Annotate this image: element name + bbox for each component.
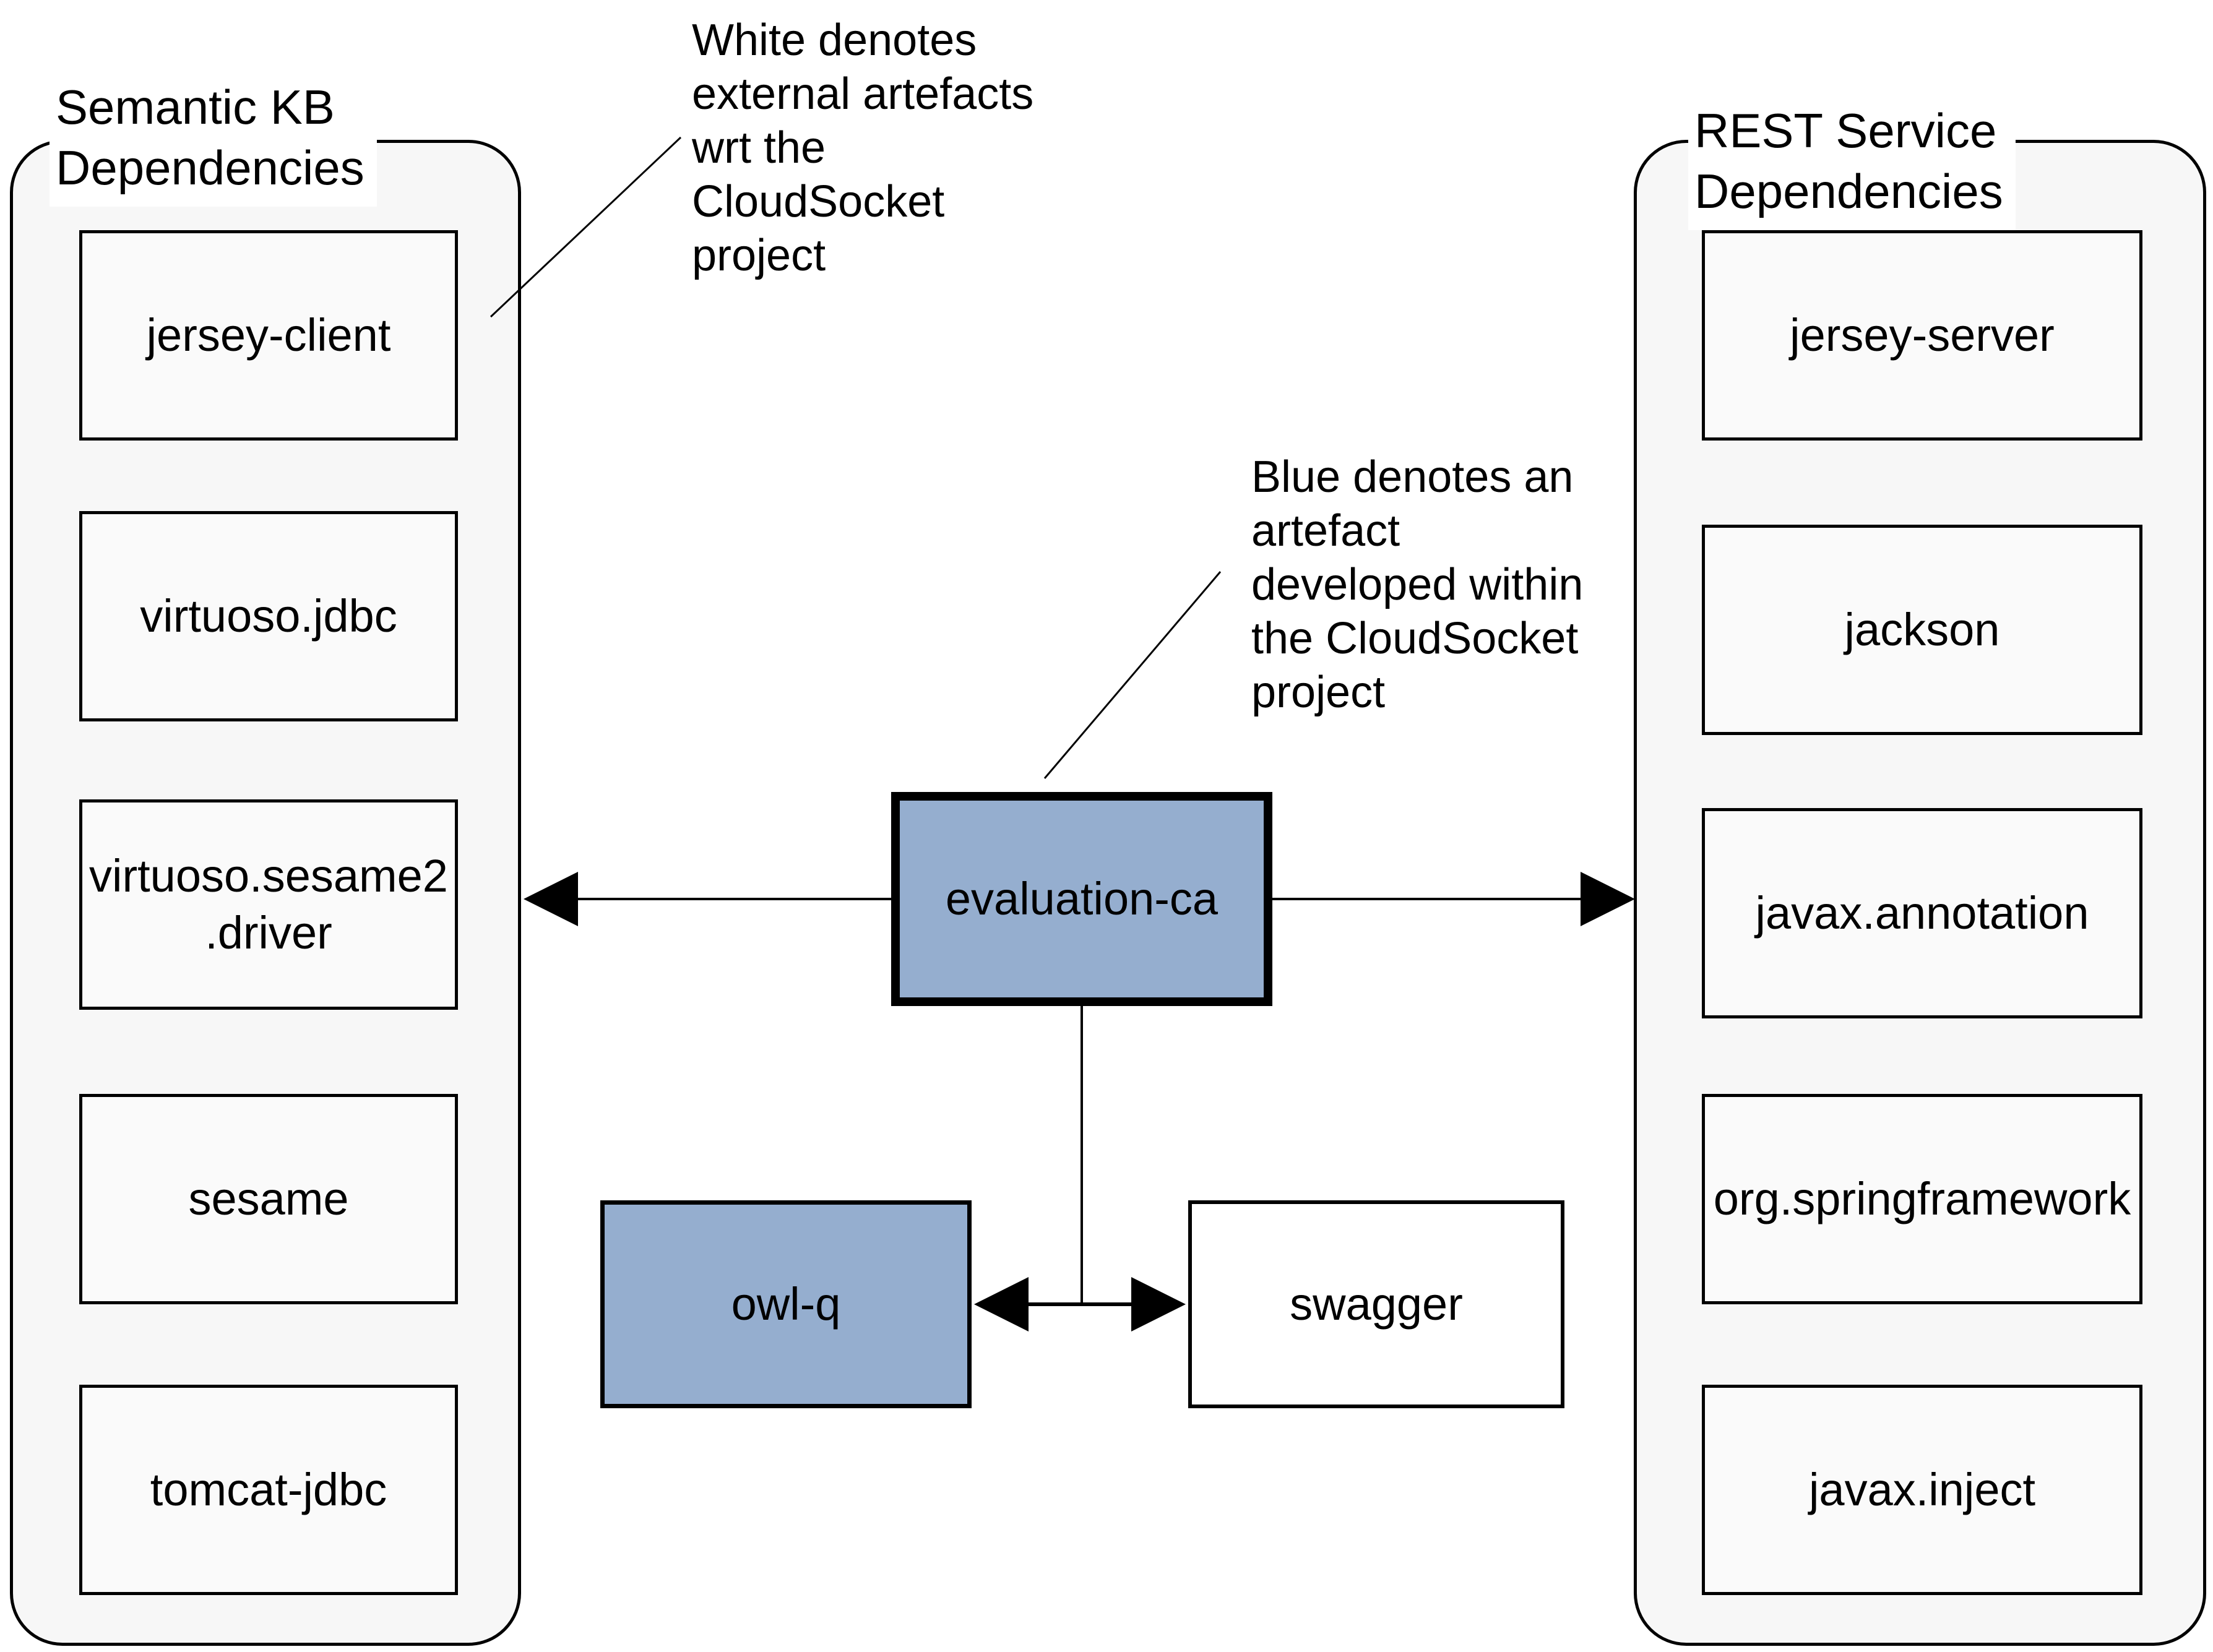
node-label: owl-q xyxy=(731,1278,841,1330)
node-label: tomcat-jdbc xyxy=(150,1464,387,1515)
arrowhead-swagger-icon xyxy=(1131,1277,1186,1331)
node-evaluation-ca: evaluation-ca xyxy=(891,792,1272,1006)
node-swagger: swagger xyxy=(1188,1200,1564,1408)
node-label: jersey-client xyxy=(146,309,391,361)
node-label: org.springframework xyxy=(1713,1173,2131,1224)
arrowhead-right-icon xyxy=(1581,872,1635,926)
node-jersey-server: jersey-server xyxy=(1702,230,2142,441)
node-org-springframework: org.springframework xyxy=(1702,1094,2142,1304)
node-label: javax.annotation xyxy=(1755,887,2089,939)
node-label: jackson xyxy=(1844,604,2000,655)
node-jackson: jackson xyxy=(1702,525,2142,735)
node-javax-inject: javax.inject xyxy=(1702,1385,2142,1595)
semantic-kb-panel-title: Semantic KB Dependencies xyxy=(50,73,377,207)
node-label: javax.inject xyxy=(1808,1464,2036,1515)
blue-artefact-note: Blue denotes an artefact developed withi… xyxy=(1251,452,1584,717)
node-label: virtuoso.jdbc xyxy=(140,590,397,642)
node-label: sesame xyxy=(188,1173,349,1224)
node-virtuoso-jdbc: virtuoso.jdbc xyxy=(79,511,458,721)
node-tomcat-jdbc: tomcat-jdbc xyxy=(79,1385,458,1595)
blue-note-leader-line xyxy=(1043,571,1222,779)
node-owl-q: owl-q xyxy=(600,1200,972,1408)
node-sesame: sesame xyxy=(79,1094,458,1304)
node-label: swagger xyxy=(1290,1278,1463,1330)
white-note-leader-line xyxy=(490,136,682,318)
node-label: jersey-server xyxy=(1790,309,2055,361)
node-virtuoso-sesame2-driver: virtuoso.sesame2 .driver xyxy=(79,799,458,1010)
node-label: virtuoso.sesame2 .driver xyxy=(89,850,448,958)
arrowhead-owlq-icon xyxy=(974,1277,1029,1331)
node-javax-annotation: javax.annotation xyxy=(1702,808,2142,1018)
node-label: evaluation-ca xyxy=(945,873,1219,924)
node-jersey-client: jersey-client xyxy=(79,230,458,441)
rest-service-panel-title: REST Service Dependencies xyxy=(1688,97,2016,230)
arrowhead-left-icon xyxy=(524,872,578,926)
white-artefact-note: White denotes external artefacts wrt the… xyxy=(692,15,1034,280)
